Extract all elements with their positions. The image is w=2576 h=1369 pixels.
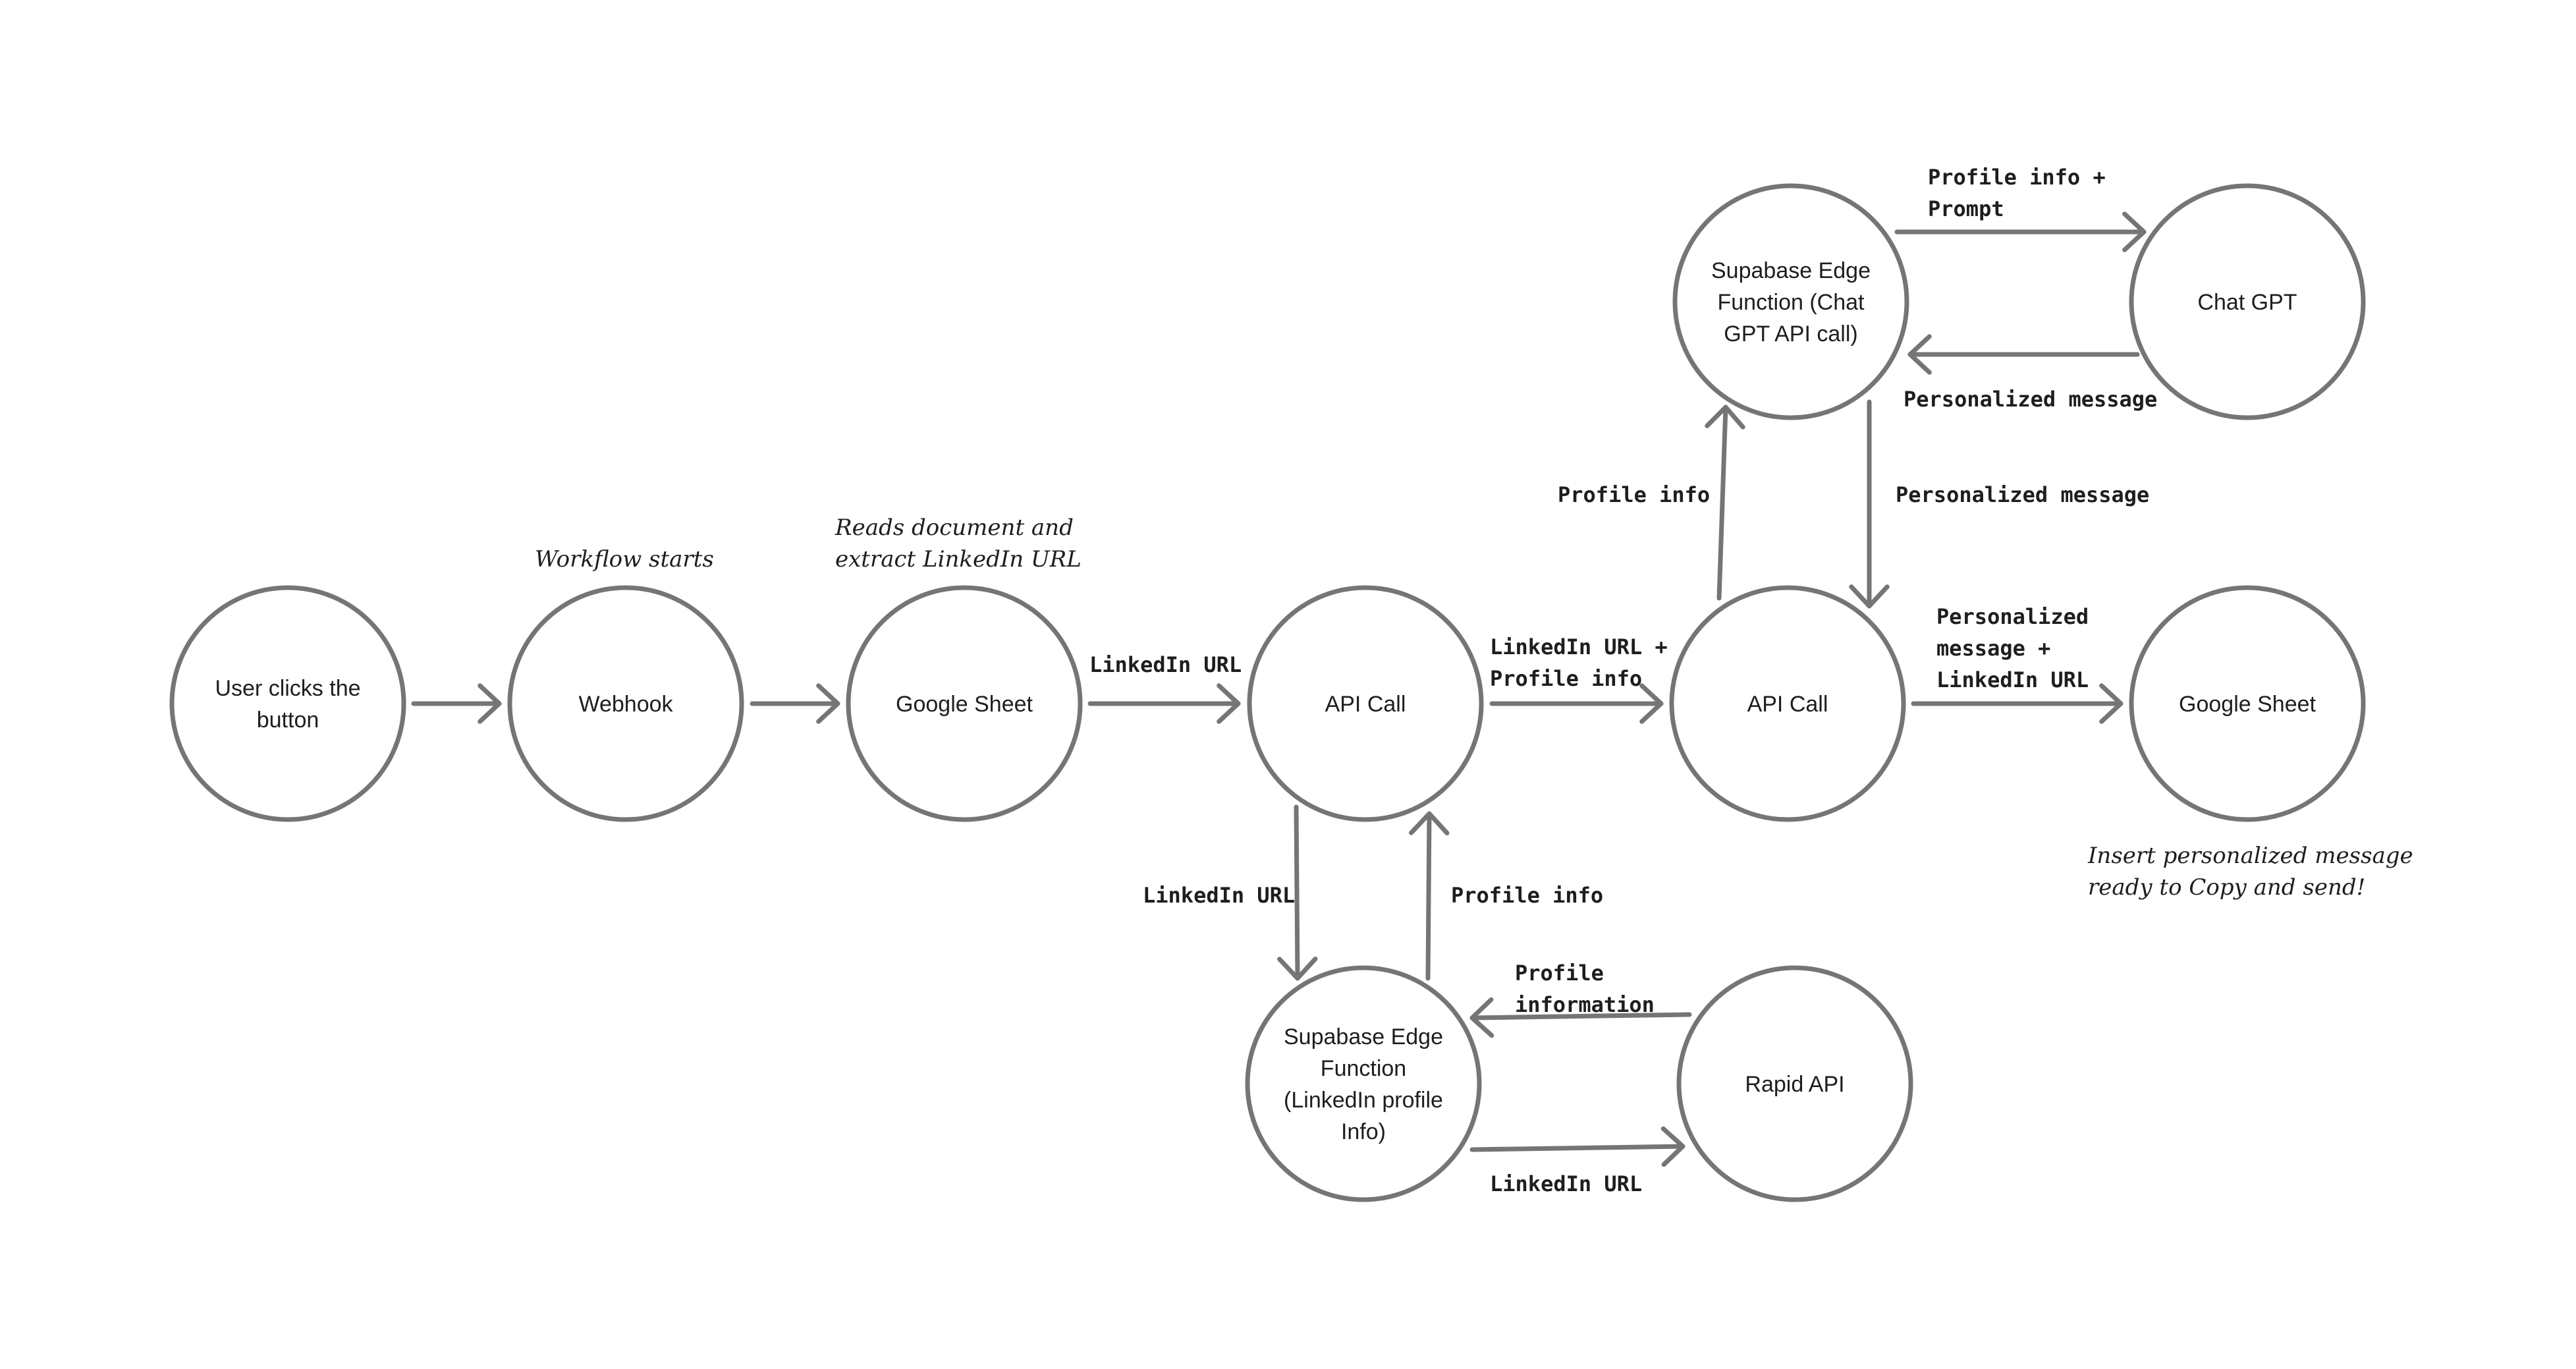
node-circle[interactable] [1247, 585, 1484, 822]
edge-api2-sheet2: Personalized message + LinkedIn URL [1911, 604, 2124, 724]
node-label: GPT API call) [1724, 321, 1857, 347]
arrowhead-icon [1409, 811, 1450, 836]
node-label: Chat GPT [2197, 290, 2297, 315]
node-sheet1[interactable]: Google Sheet [846, 585, 1083, 822]
edge-sheet1-api1: LinkedIn URL [1087, 652, 1242, 724]
arrowhead-icon [1907, 334, 1932, 375]
arrowhead-icon [2099, 683, 2124, 724]
node-label: Info) [1341, 1119, 1386, 1144]
edge-label: Personalized message [1904, 387, 2157, 412]
edge-user-webhook [411, 683, 502, 724]
node-circle[interactable] [2129, 585, 2366, 822]
node-webhook[interactable]: Webhook [507, 585, 744, 822]
node-label: Supabase Edge [1711, 258, 1871, 283]
arrowhead-icon [1277, 956, 1318, 981]
note-text: ready to Copy and send! [2088, 874, 2365, 901]
node-api2[interactable]: API Call [1669, 585, 1906, 822]
node-label: Webhook [578, 692, 673, 717]
node-label: Function [1321, 1056, 1406, 1081]
note-webhook: Workflow starts [535, 546, 714, 573]
edge-label: Prompt [1928, 196, 2004, 221]
edge-label: Profile info [1451, 883, 1603, 908]
edge-label: information [1515, 992, 1655, 1017]
edge-label: Personalized [1936, 604, 2089, 629]
arrowhead-icon [1639, 683, 1664, 724]
edge-api2-edgegpt: Profile info [1558, 405, 1745, 601]
edge-label: LinkedIn URL [1143, 883, 1295, 908]
node-label: Supabase Edge [1284, 1024, 1443, 1049]
edge-label: LinkedIn URL [1490, 1171, 1642, 1196]
node-circle[interactable] [2129, 183, 2366, 420]
node-label: Rapid API [1745, 1072, 1844, 1097]
arrowhead-icon [478, 683, 502, 724]
node-label: API Call [1325, 692, 1406, 717]
node-rapid[interactable]: Rapid API [1676, 965, 1913, 1202]
edge-chatgpt-edgegpt: Personalized message [1904, 334, 2157, 412]
note-text: Reads document and [835, 515, 1074, 541]
note-sheet2: Insert personalized message ready to Copy… [2087, 843, 2413, 901]
arrow-line [1469, 1012, 1692, 1020]
edge-edgegpt-api2: Personalized message [1849, 399, 2149, 609]
edge-rapid-edgelinkedin: Profile information [1469, 961, 1692, 1038]
arrow-line [1469, 1144, 1685, 1152]
edge-edgelinkedin-api1: Profile info [1409, 811, 1603, 981]
node-label: Google Sheet [896, 692, 1033, 717]
edge-label: LinkedIn URL [1936, 667, 2089, 692]
arrow-line [1294, 804, 1300, 981]
edge-label: Profile [1515, 961, 1604, 986]
note-text: Workflow starts [535, 546, 714, 573]
node-label: User clicks the [215, 676, 360, 701]
arrowhead-icon [1705, 405, 1745, 430]
arrow-line [1716, 405, 1728, 601]
arrowhead-icon [1469, 997, 1494, 1038]
node-label: button [257, 708, 319, 733]
arrowhead-icon [1217, 683, 1241, 724]
edge-edgegpt-chatgpt: Profile info + Prompt [1894, 165, 2147, 252]
edge-label: Profile info [1558, 482, 1710, 507]
node-circle[interactable] [507, 585, 744, 822]
arrowhead-icon [1849, 584, 1890, 609]
edge-api1-edgelinkedin: LinkedIn URL [1143, 804, 1318, 981]
node-label: (LinkedIn profile [1284, 1088, 1443, 1113]
edge-label: LinkedIn URL [1089, 652, 1242, 677]
node-circle[interactable] [1669, 585, 1906, 822]
arrow-line [1425, 811, 1432, 981]
edge-label: Profile info + [1928, 165, 2106, 190]
arrowhead-icon [1660, 1126, 1685, 1167]
node-label: Google Sheet [2179, 692, 2316, 717]
arrowhead-icon [816, 683, 840, 724]
edge-label: Personalized message [1896, 482, 2149, 507]
note-sheet1: Reads document and extract LinkedIn URL [835, 515, 1082, 573]
node-label: API Call [1747, 692, 1828, 717]
edge-edgelinkedin-rapid: LinkedIn URL [1469, 1126, 1685, 1196]
arrowhead-icon [2122, 211, 2147, 252]
node-user[interactable]: User clicks the button [169, 585, 406, 822]
node-circle[interactable] [169, 585, 406, 822]
node-circle[interactable] [846, 585, 1083, 822]
edge-api1-api2: LinkedIn URL + Profile info [1489, 634, 1668, 724]
edge-label: Profile info [1490, 666, 1642, 691]
node-circle[interactable] [1672, 183, 1909, 420]
node-circle[interactable] [1676, 965, 1913, 1202]
node-api1[interactable]: API Call [1247, 585, 1484, 822]
node-chatgpt[interactable]: Chat GPT [2129, 183, 2366, 420]
edge-label: message + [1936, 636, 2050, 661]
node-label: Function (Chat [1718, 290, 1865, 315]
note-text: extract LinkedIn URL [835, 546, 1082, 573]
node-circle[interactable] [1245, 965, 1482, 1202]
edge-webhook-sheet1 [750, 683, 840, 724]
node-sheet2[interactable]: Google Sheet [2129, 585, 2366, 822]
edge-label: LinkedIn URL + [1490, 634, 1668, 659]
note-text: Insert personalized message [2087, 843, 2413, 869]
